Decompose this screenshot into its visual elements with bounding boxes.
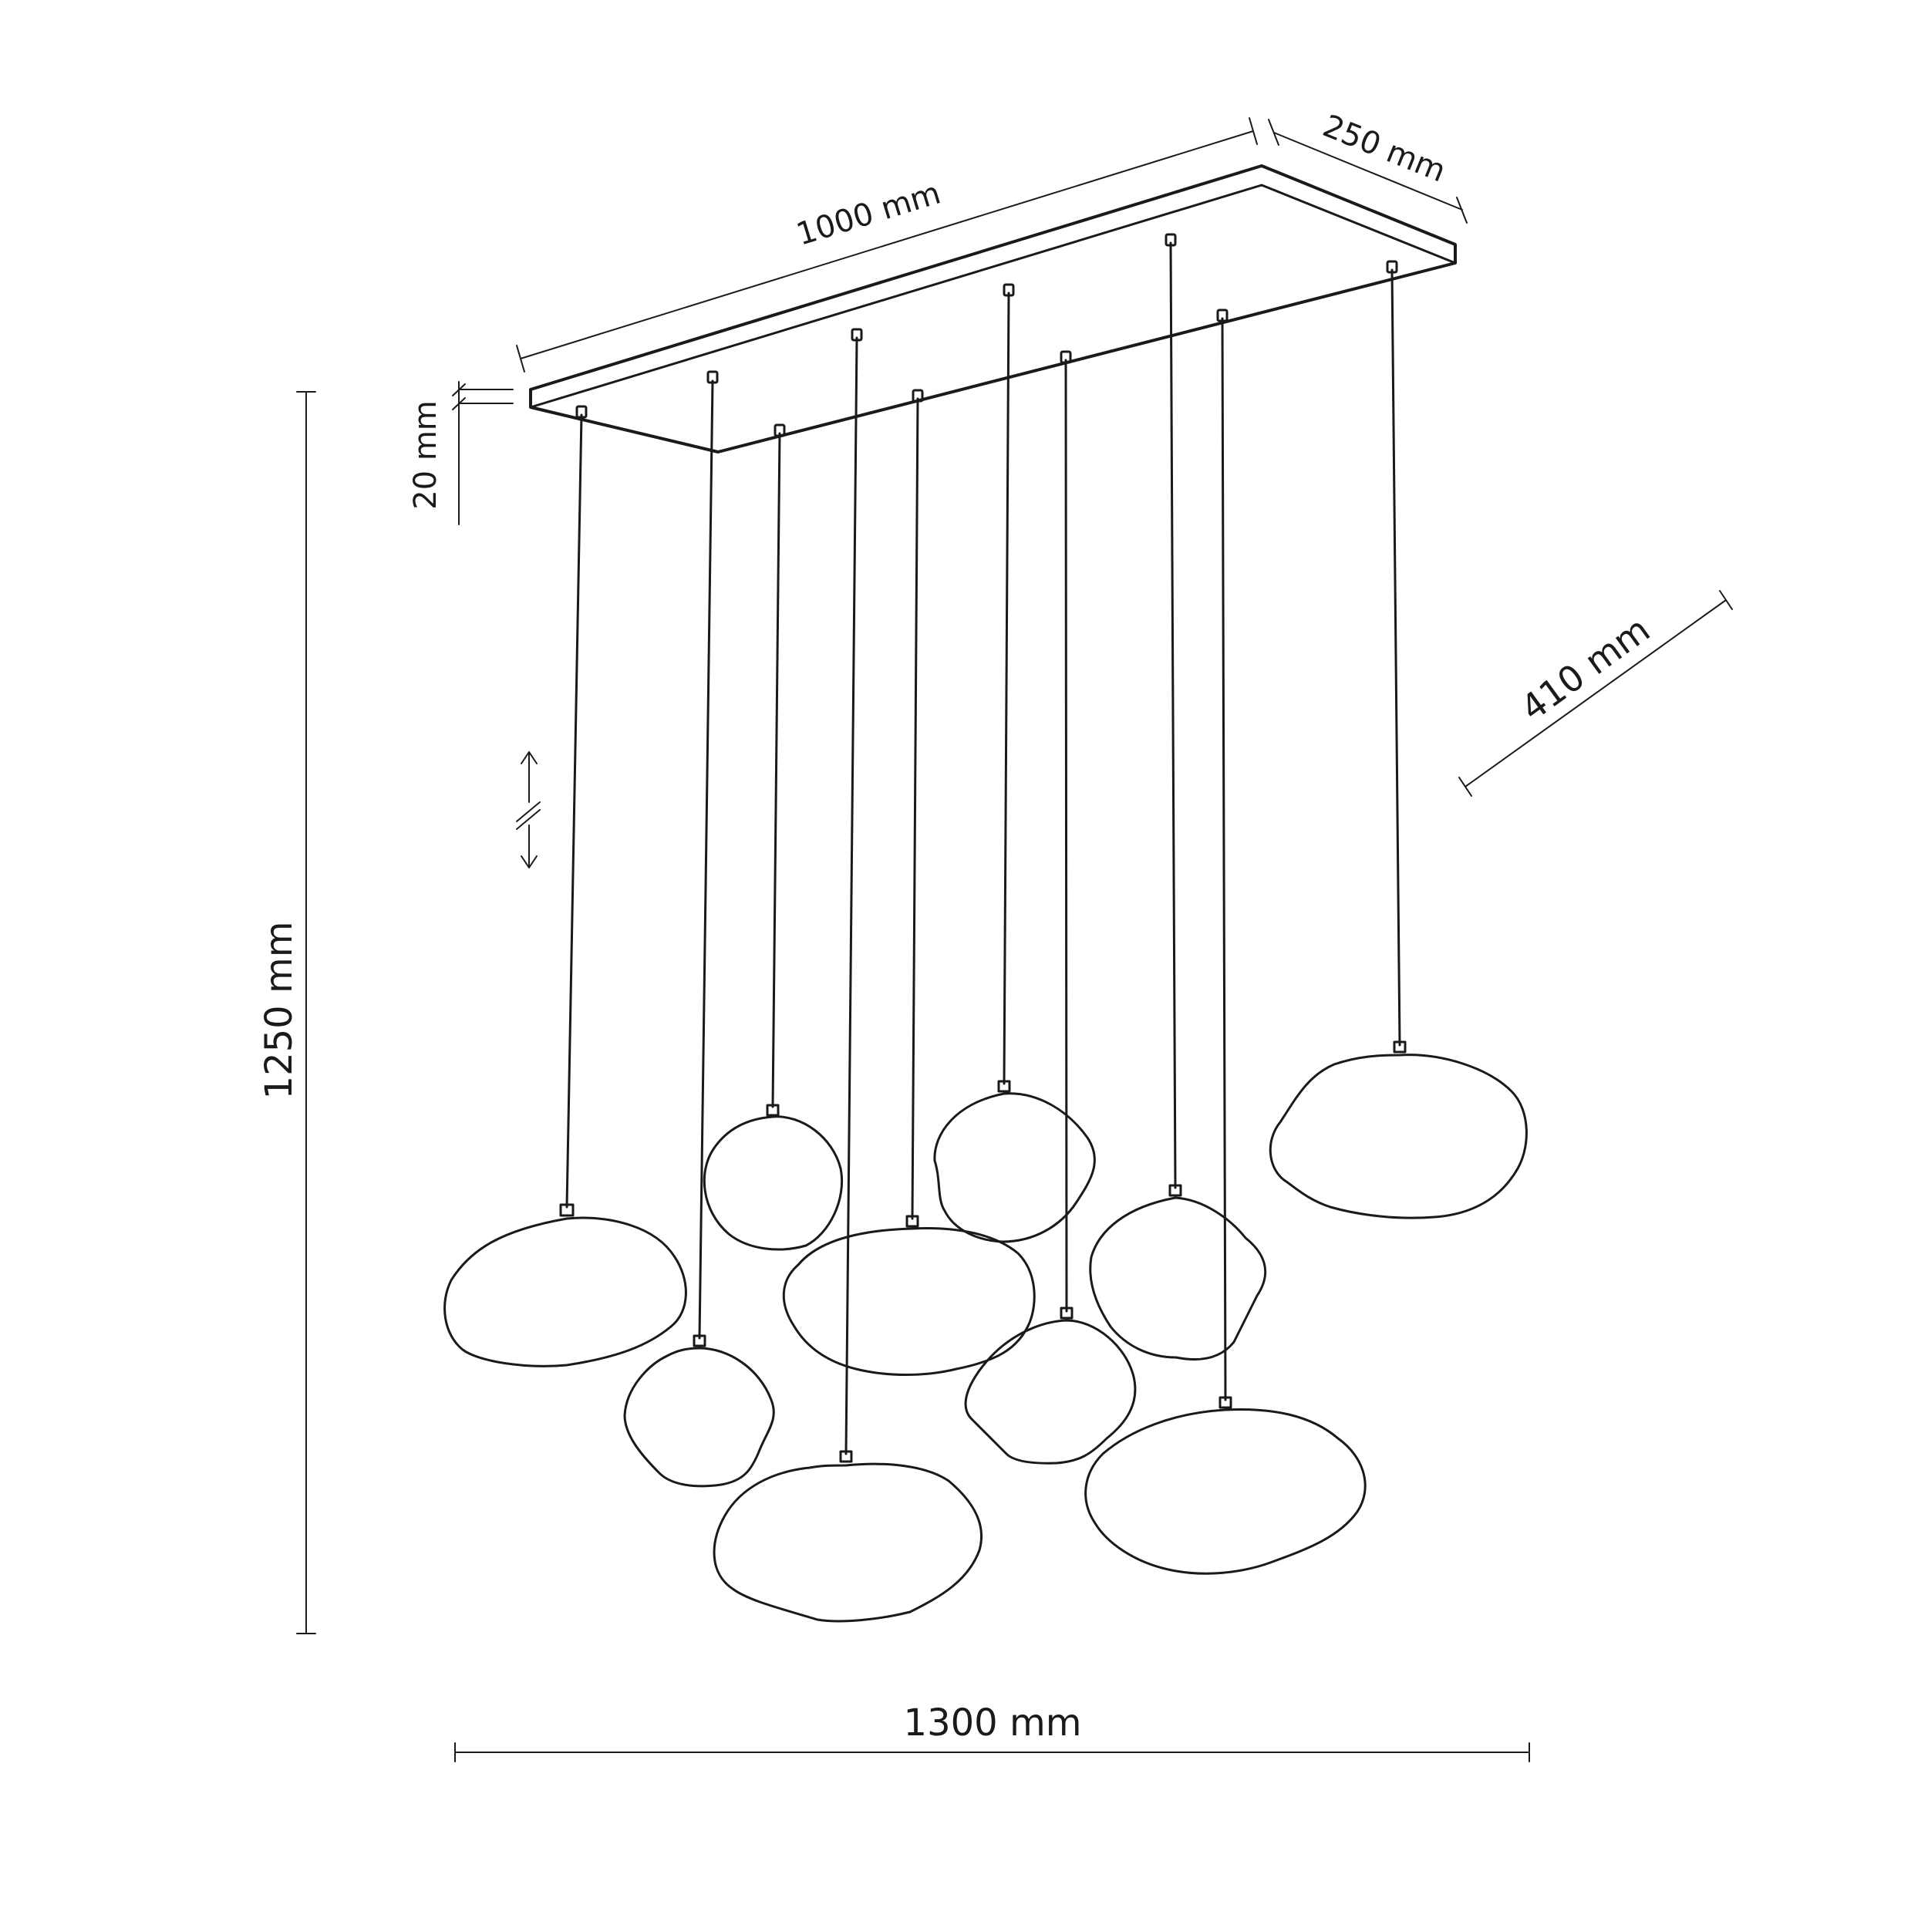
dimension-canopy-length: 1000 mm (516, 117, 1258, 373)
dimension-canopy-height: 20 mm (408, 381, 514, 525)
cords (565, 241, 1401, 1455)
glass-shade (1089, 1196, 1267, 1361)
glass-shades (443, 1040, 1528, 1623)
dimension-canopy-width: 250 mm (1268, 108, 1468, 224)
dimension-total-width: 1300 mm (454, 1701, 1530, 1762)
glass-shade (964, 1319, 1137, 1465)
adjustable-cord-icon (516, 751, 541, 868)
cord-connectors (575, 233, 1398, 437)
dimension-label: 1300 mm (904, 1701, 1082, 1745)
dimension-total-height: 1250 mm (258, 391, 316, 1634)
glass-shade (933, 1092, 1096, 1243)
dimension-shade-diameter: 410 mm (1458, 590, 1733, 797)
dimension-label: 20 mm (408, 400, 443, 510)
dimension-label: 1250 mm (258, 922, 301, 1100)
glass-shade (703, 1115, 844, 1251)
glass-shade (443, 1216, 687, 1367)
dimension-label: 1000 mm (792, 175, 944, 252)
dimension-label: 410 mm (1513, 609, 1657, 730)
glass-shade (623, 1347, 775, 1488)
glass-shade (713, 1462, 983, 1623)
glass-shade (1084, 1408, 1367, 1575)
canopy (529, 164, 1457, 453)
glass-shade (1269, 1054, 1528, 1219)
glass-shade (782, 1227, 1036, 1376)
